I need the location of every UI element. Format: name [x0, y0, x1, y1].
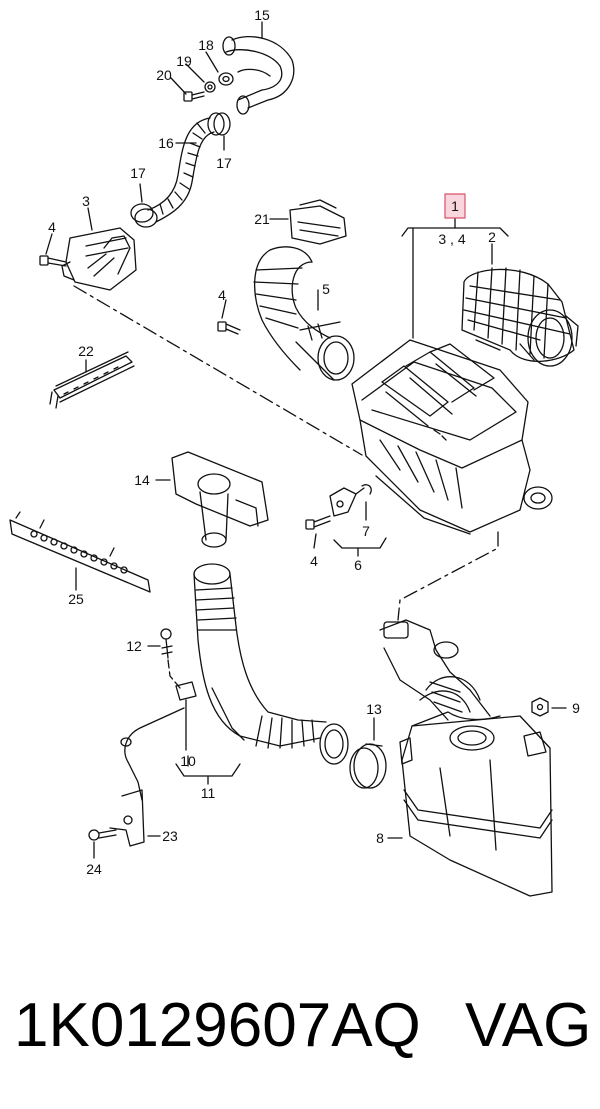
label-1: 1	[451, 198, 459, 214]
cap-21	[289, 199, 347, 245]
label-20: 20	[156, 67, 172, 83]
bracket-14	[171, 451, 269, 548]
label-5: 5	[322, 281, 330, 297]
brand-name: VAG	[465, 991, 592, 1060]
label-15: 15	[254, 7, 270, 23]
hose-clamp-17-upper	[207, 112, 231, 136]
air-mass-sensor-3	[61, 227, 137, 291]
exploded-parts-diagram: 15 18 19 20 16 17 17 3 4 21 1 3 , 4 2 4 …	[9, 7, 580, 897]
part-1-highlight-box	[444, 193, 466, 219]
label-13: 13	[366, 701, 382, 717]
intake-duct-11	[193, 563, 349, 765]
screw-4-left	[39, 255, 67, 267]
label-3-4: 3 , 4	[438, 231, 465, 247]
label-23: 23	[162, 828, 178, 844]
label-4-left: 4	[48, 219, 56, 235]
label-8: 8	[376, 830, 384, 846]
label-19: 19	[176, 53, 192, 69]
screw-4-middle	[217, 321, 241, 335]
label-22: 22	[78, 343, 94, 359]
label-18: 18	[198, 37, 214, 53]
label-24: 24	[86, 861, 102, 877]
bracket-23	[109, 707, 185, 847]
screw-12	[160, 628, 173, 659]
label-21: 21	[254, 211, 270, 227]
screw-4-right	[305, 515, 331, 530]
label-3: 3	[82, 193, 90, 209]
tie-strap-22	[49, 351, 135, 409]
clip-10	[175, 681, 197, 701]
clip-bracket-6	[329, 487, 365, 517]
nut-9	[531, 697, 549, 717]
label-16: 16	[158, 135, 174, 151]
label-2: 2	[488, 229, 496, 245]
hose-clamp-17-lower	[130, 203, 158, 228]
label-4-right: 4	[310, 553, 318, 569]
gasket-18	[218, 72, 234, 86]
label-10: 10	[180, 753, 196, 769]
label-4-middle: 4	[218, 287, 226, 303]
label-17-upper: 17	[216, 155, 232, 171]
corrugated-hose-16	[147, 117, 215, 223]
filter-element-2	[461, 267, 579, 367]
washer-19	[204, 81, 216, 93]
resonator-box-8	[379, 619, 553, 897]
label-17-lower: 17	[130, 165, 146, 181]
upper-bent-hose	[222, 36, 295, 115]
label-11: 11	[201, 785, 216, 801]
label-25: 25	[68, 591, 84, 607]
label-12: 12	[126, 638, 142, 654]
bolt-20	[183, 91, 205, 102]
label-6: 6	[354, 557, 362, 573]
hose-clamp-13	[349, 743, 387, 789]
label-9: 9	[572, 700, 580, 716]
intake-tube-5	[253, 246, 355, 381]
clip-7	[361, 484, 372, 495]
air-filter-housing-1	[351, 339, 553, 535]
label-7: 7	[362, 523, 370, 539]
grommet-strip-25	[9, 511, 151, 593]
part-number: 1K0129607AQ	[14, 991, 421, 1060]
screw-24	[88, 829, 117, 841]
label-14: 14	[134, 472, 150, 488]
